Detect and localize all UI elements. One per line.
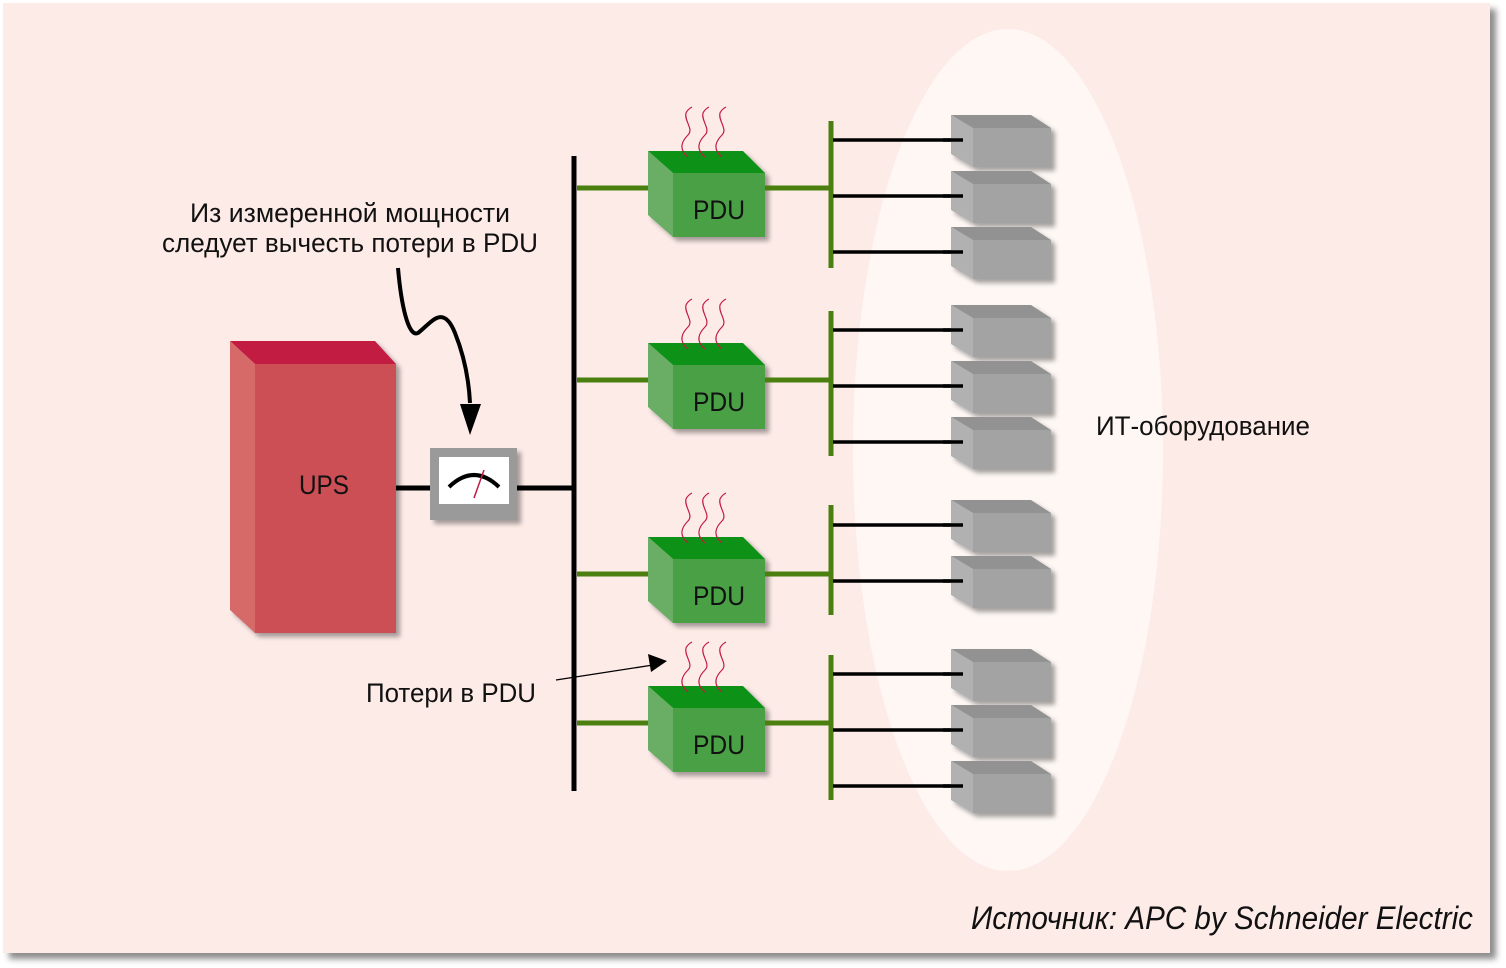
power-meter-icon (430, 448, 517, 520)
pdu-groups: PDU PDU PDU PDU (577, 106, 1051, 813)
pdu-unit (648, 343, 765, 429)
losses-arrowhead (648, 654, 667, 672)
heat-waves-icon (681, 298, 727, 350)
pdu-group: PDU (577, 298, 1051, 469)
diagram-panel: UPS Из измеренной мощности следует вычес… (3, 3, 1490, 953)
it-equipment-label: ИТ-оборудование (1096, 411, 1310, 441)
heat-waves-icon (681, 492, 727, 544)
pdu-side-face (648, 151, 673, 237)
source-caption: Источник: APC by Schneider Electric (971, 900, 1473, 936)
server-box-icon (951, 705, 1051, 757)
pdu-side-face (648, 686, 673, 772)
pdu-label: PDU (693, 581, 745, 611)
annotation-arrowhead (460, 404, 481, 435)
server-box-icon (951, 361, 1051, 413)
pdu-group: PDU (577, 641, 1051, 813)
pdu-side-face (648, 343, 673, 429)
server-box-icon (951, 305, 1051, 357)
pdu-top-face (648, 686, 765, 708)
pdu-side-face (648, 537, 673, 623)
pdu-label: PDU (693, 730, 745, 760)
pdu-front-face (673, 708, 765, 772)
pdu-top-face (648, 151, 765, 173)
losses-label: Потери в PDU (366, 678, 536, 708)
server-box-icon (951, 761, 1051, 813)
ups-label: UPS (299, 470, 349, 500)
losses-arrow (555, 664, 654, 681)
pdu-unit (648, 151, 765, 237)
server-box-icon (951, 115, 1051, 167)
pdu-unit (648, 686, 765, 772)
pdu-group: PDU (577, 492, 1051, 623)
annotation-arrow (396, 267, 472, 404)
ups-unit (230, 341, 396, 633)
ups-side-face (230, 341, 255, 633)
pdu-label: PDU (693, 387, 745, 417)
heat-waves-icon (681, 106, 727, 158)
pdu-front-face (673, 173, 765, 237)
heat-waves-icon (681, 641, 727, 693)
server-box-icon (951, 500, 1051, 552)
pdu-front-face (673, 559, 765, 623)
pdu-unit (648, 537, 765, 623)
annotation-line-2: следует вычесть потери в PDU (162, 228, 538, 258)
ups-top-face (230, 341, 396, 364)
pdu-front-face (673, 365, 765, 429)
pdu-label: PDU (693, 195, 745, 225)
server-box-icon (951, 417, 1051, 469)
pdu-group: PDU (577, 106, 1051, 279)
annotation-line-1: Из измеренной мощности (190, 198, 510, 228)
server-box-icon (951, 556, 1051, 608)
power-distribution-diagram: UPS Из измеренной мощности следует вычес… (162, 29, 1473, 936)
server-box-icon (951, 649, 1051, 701)
pdu-top-face (648, 343, 765, 365)
server-box-icon (951, 227, 1051, 279)
pdu-top-face (648, 537, 765, 559)
ups-front-face (255, 364, 396, 633)
server-box-icon (951, 171, 1051, 223)
